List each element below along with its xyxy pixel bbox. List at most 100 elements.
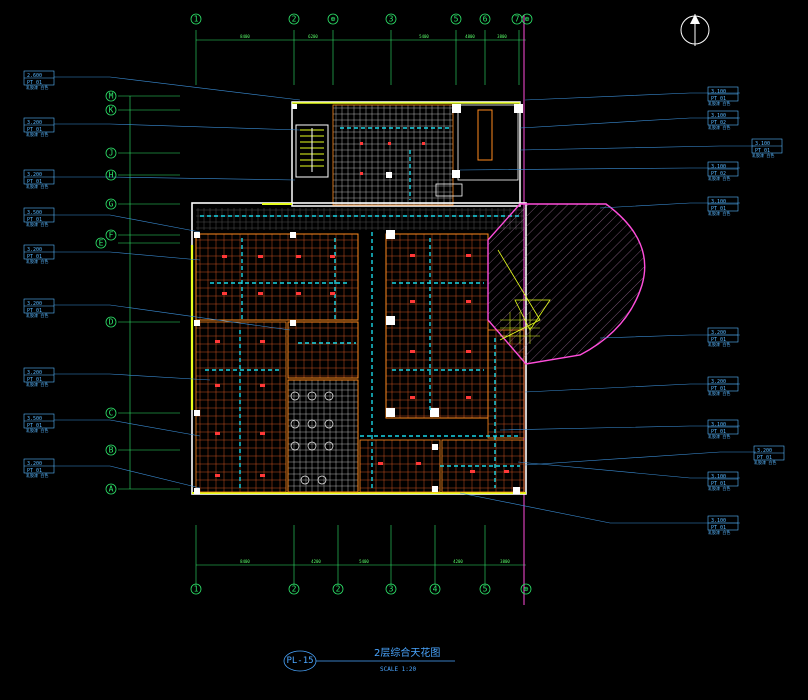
svg-text:PT 01: PT 01 [27,217,42,223]
svg-text:乳胶漆 白色: 乳胶漆 白色 [26,312,48,318]
svg-text:乳胶漆 白色: 乳胶漆 白色 [708,175,730,181]
svg-text:3: 3 [389,585,394,594]
grid-bubble: 1 [190,13,202,25]
grid-bubble: 5 [450,13,462,25]
light-fixtures [215,142,509,477]
svg-text:乳胶漆 白色: 乳胶漆 白色 [708,100,730,106]
grid-bubble: 1 [190,583,202,595]
dimension-label: 4800 [465,34,475,39]
svg-text:PT 01: PT 01 [711,386,726,392]
svg-text:PT 01: PT 01 [711,429,726,435]
sheet-number: PL-15 [286,656,313,666]
grid-lines-vertical [195,30,526,585]
svg-text:PT 01: PT 01 [27,179,42,185]
leader-lines [54,76,756,524]
svg-text:K: K [109,106,114,115]
svg-text:乳胶漆 白色: 乳胶漆 白色 [26,258,48,264]
grid-bubble: B [105,444,117,456]
svg-text:PT 01: PT 01 [27,308,42,314]
svg-text:乳胶漆 白色: 乳胶漆 白色 [26,221,48,227]
svg-text:6: 6 [483,15,488,24]
grid-bubble: 3 [385,583,397,595]
office-zone-b [385,233,489,419]
svg-text:⊕: ⊕ [331,15,336,24]
stair-treads [300,128,324,172]
svg-text:PT 01: PT 01 [27,80,42,86]
svg-text:3.100: 3.100 [755,141,770,147]
grid-bubbles-top: 1 2 ⊕ 3 5 6 7 ⊕ [190,13,533,25]
light-runs [200,127,520,490]
svg-text:乳胶漆 白色: 乳胶漆 白色 [26,472,48,478]
svg-text:7: 7 [515,15,520,24]
svg-text:乳胶漆 白色: 乳胶漆 白色 [26,131,48,137]
svg-text:乳胶漆 白色: 乳胶漆 白色 [26,381,48,387]
grid-bubble: 7 [511,13,523,25]
svg-text:PT 01: PT 01 [711,525,726,531]
svg-text:乳胶漆 白色: 乳胶漆 白色 [708,485,730,491]
structural-columns [194,104,523,494]
svg-text:2.600: 2.600 [27,73,42,79]
svg-text:⊕: ⊕ [524,585,529,594]
grid-bubble: ⊕ [327,13,339,25]
svg-text:乳胶漆 白色: 乳胶漆 白色 [708,529,730,535]
drawing-scale: SCALE 1:20 [380,666,417,673]
svg-text:3.100: 3.100 [711,518,726,524]
svg-text:H: H [109,171,114,180]
dimension-label: 4200 [453,559,463,564]
svg-text:乳胶漆 白色: 乳胶漆 白色 [708,433,730,439]
dimension-label: 5400 [419,34,429,39]
svg-text:3: 3 [389,15,394,24]
grid-bubble: 2 [332,583,344,595]
svg-text:3.500: 3.500 [27,416,42,422]
svg-text:PT 01: PT 01 [711,206,726,212]
svg-text:D: D [109,318,114,327]
svg-text:3.200: 3.200 [27,301,42,307]
lounge-area [287,379,359,493]
grid-bubble: G [105,198,117,210]
svg-text:4: 4 [433,585,438,594]
grid-bubble: J [105,147,117,159]
svg-text:乳胶漆 白色: 乳胶漆 白色 [26,84,48,90]
svg-text:3.100: 3.100 [711,199,726,205]
svg-text:PT 02: PT 02 [711,171,726,177]
atrium-hatched-area [487,203,646,365]
washroom-tiles [332,104,454,206]
svg-text:乳胶漆 白色: 乳胶漆 白色 [708,124,730,130]
svg-text:乳胶漆 白色: 乳胶漆 白色 [26,427,48,433]
svg-text:5: 5 [483,585,488,594]
svg-text:B: B [109,446,114,455]
stair-core [295,124,329,178]
svg-text:PT 02: PT 02 [711,120,726,126]
dimension-label: 3800 [500,559,510,564]
svg-text:乳胶漆 白色: 乳胶漆 白色 [708,210,730,216]
floor-plan [190,101,646,495]
grid-bubbles-left: M K J H G F E D C B A [95,90,117,495]
svg-text:PT 01: PT 01 [27,377,42,383]
grid-bubble: ⊕ [520,583,532,595]
office-zone-c [195,321,287,493]
grid-bubble: K [105,104,117,116]
north-arrow-icon [680,14,710,46]
svg-text:3.200: 3.200 [711,330,726,336]
svg-text:5: 5 [454,15,459,24]
svg-text:3.100: 3.100 [711,164,726,170]
grid-bubble: 6 [479,13,491,25]
svg-text:乳胶漆 白色: 乳胶漆 白色 [708,390,730,396]
grid-bubble: H [105,169,117,181]
